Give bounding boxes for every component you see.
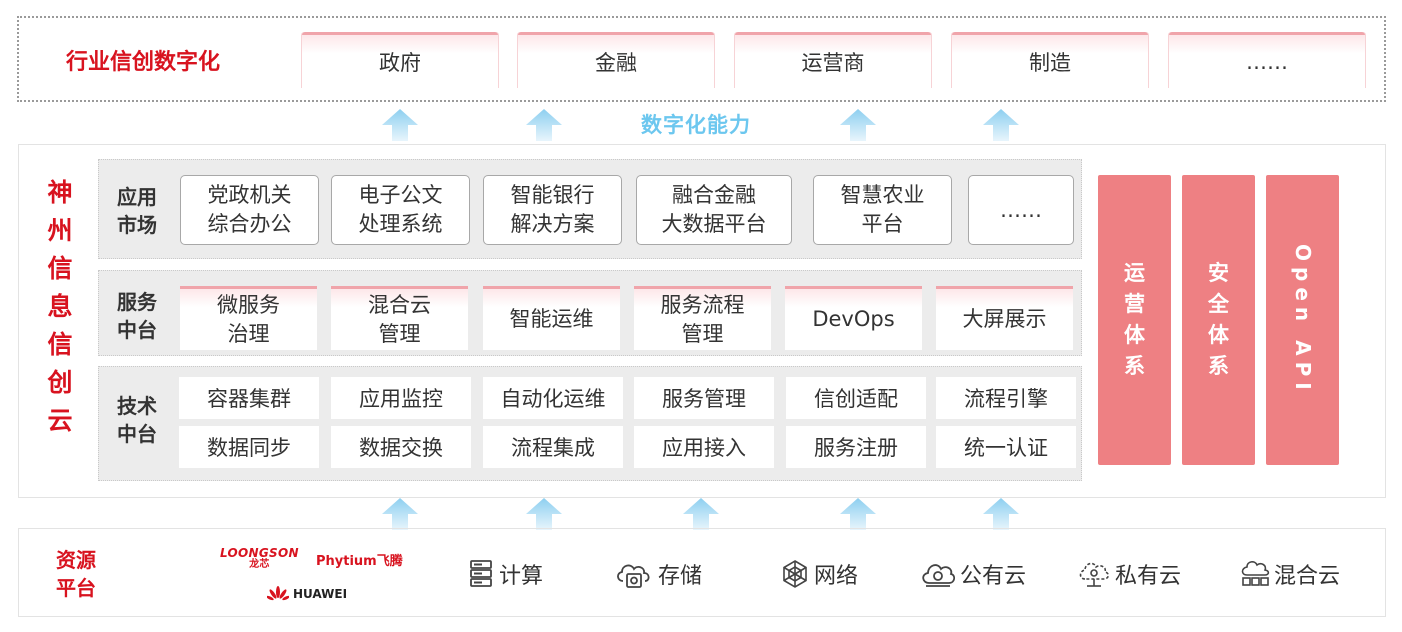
tech-middle-item: 流程引擎 <box>936 377 1076 419</box>
app-market-item: 智能银行 解决方案 <box>483 175 622 245</box>
resource-label: 私有云 <box>1115 564 1182 589</box>
industry-title: 行业信创数字化 <box>66 50 221 75</box>
service-middle-item: DevOps <box>785 286 922 350</box>
hybrid-cloud-icon <box>1241 561 1270 586</box>
industry-item: 金融 <box>518 32 714 88</box>
resource-title: 资源 平台 <box>56 548 96 600</box>
tech-middle-item: 应用接入 <box>634 426 774 468</box>
resource-label: 存储 <box>658 564 703 589</box>
huawei-logo-text: HUAWEI <box>293 587 348 601</box>
up-arrow-icon <box>983 498 1019 530</box>
resource-item-storage: 存储 <box>614 558 702 590</box>
app-market-item: 融合金融 大数据平台 <box>636 175 792 245</box>
up-arrow-icon <box>526 109 562 141</box>
tech-middle-item: 流程集成 <box>483 426 623 468</box>
resource-item-compute: 计算 <box>467 558 543 590</box>
up-arrow-icon <box>840 498 876 530</box>
tech-middle-item: 统一认证 <box>936 426 1076 468</box>
tech-middle-item: 自动化运维 <box>483 377 623 419</box>
app-market-item: 党政机关 综合办公 <box>180 175 319 245</box>
public-cloud-icon <box>922 564 956 587</box>
network-icon <box>783 560 807 588</box>
tech-middle-item: 数据同步 <box>179 426 319 468</box>
tech-middle-item: 数据交换 <box>331 426 471 468</box>
industry-item: …… <box>1169 32 1365 88</box>
tech-middle-item: 容器集群 <box>179 377 319 419</box>
up-arrow-icon <box>840 109 876 141</box>
server-icon <box>470 560 492 587</box>
service-middle-item: 服务流程 管理 <box>634 286 771 350</box>
industry-item: 政府 <box>302 32 498 88</box>
industry-item: 制造 <box>952 32 1148 88</box>
tech-middle-item: 应用监控 <box>331 377 471 419</box>
security-system-bar: 安 全 体 系 <box>1182 175 1255 465</box>
tech-middle-item: 信创适配 <box>786 377 926 419</box>
resource-label: 公有云 <box>960 564 1027 589</box>
open-api-label: Open API <box>1291 244 1315 396</box>
service-middle-item: 微服务 治理 <box>180 286 317 350</box>
tech-middle-item: 服务注册 <box>786 426 926 468</box>
loongson-logo-text: LOONGSON <box>220 546 299 560</box>
industry-frame <box>17 16 1386 102</box>
open-api-bar: Open API <box>1266 175 1339 465</box>
phytium-logo: Phytium飞腾 <box>316 554 403 569</box>
tech-middle-label: 技术 中台 <box>117 394 157 446</box>
service-middle-label: 服务 中台 <box>117 290 157 342</box>
resource-frame <box>18 528 1386 617</box>
resource-label: 混合云 <box>1274 564 1341 589</box>
app-market-item: 智慧农业 平台 <box>813 175 952 245</box>
ops-system-bar: 运 营 体 系 <box>1098 175 1171 465</box>
loongson-logo: LOONGSON 龙芯 <box>220 546 299 570</box>
resource-label: 网络 <box>814 564 859 589</box>
app-market-item: …… <box>968 175 1074 245</box>
service-middle-item: 大屏展示 <box>936 286 1073 350</box>
resource-item-network: 网络 <box>780 558 858 590</box>
private-cloud-icon <box>1079 562 1110 587</box>
resource-label: 计算 <box>499 564 544 589</box>
huawei-flower-icon <box>267 586 289 601</box>
up-arrow-icon <box>382 498 418 530</box>
up-arrow-icon <box>683 498 719 530</box>
industry-item: 运营商 <box>735 32 931 88</box>
huawei-logo: HUAWEI <box>267 586 347 602</box>
cloud-storage-icon <box>617 564 650 588</box>
up-arrow-icon <box>382 109 418 141</box>
platform-name: 神 州 信 息 信 创 云 <box>47 178 73 435</box>
resource-item-hybrid-cloud: 混合云 <box>1240 558 1340 590</box>
service-middle-item: 智能运维 <box>483 286 620 350</box>
app-market-label: 应用 市场 <box>117 185 157 237</box>
service-middle-item: 混合云 管理 <box>331 286 468 350</box>
app-market-item: 电子公文 处理系统 <box>331 175 470 245</box>
up-arrow-icon <box>526 498 562 530</box>
resource-item-private-cloud: 私有云 <box>1077 558 1181 590</box>
capability-label: 数字化能力 <box>641 113 751 137</box>
tech-middle-item: 服务管理 <box>634 377 774 419</box>
loongson-logo-cn: 龙芯 <box>249 559 270 570</box>
resource-item-public-cloud: 公有云 <box>920 558 1026 590</box>
up-arrow-icon <box>983 109 1019 141</box>
